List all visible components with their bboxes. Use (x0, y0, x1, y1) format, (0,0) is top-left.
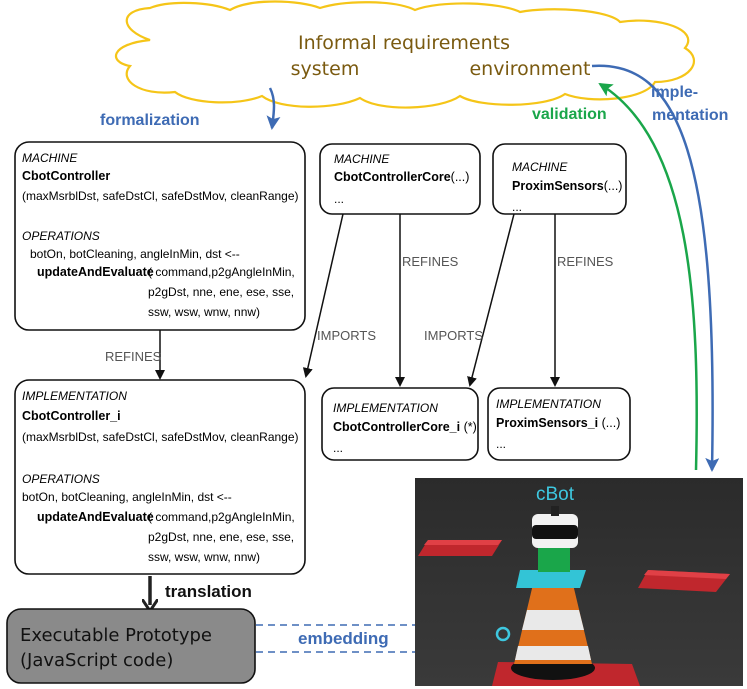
cloud-title: Informal requirements (298, 32, 510, 54)
impl-core-keyword: IMPLEMENTATION (333, 401, 438, 415)
prototype-line1: Executable Prototype (20, 625, 212, 646)
formalization-curve (266, 87, 281, 130)
machine-sensors-name-bold: ProximSensors (512, 179, 604, 193)
cloud-system-label: system (291, 58, 360, 80)
prototype-line2: (JavaScript code) (20, 650, 173, 671)
impl-core-name: CbotControllerCore_i (*) (333, 420, 477, 434)
impl-sensors-box (487, 387, 631, 461)
machine-core-keyword: MACHINE (334, 152, 390, 166)
robot-antenna (551, 506, 559, 516)
operation-name: updateAndEvaluate (37, 265, 154, 279)
impl-params: (maxMsrblDst, safeDstCl, safeDstMov, cle… (22, 430, 299, 444)
operation-args-3: ssw, wsw, wnw, nnw) (148, 305, 260, 319)
sensor-marker (495, 626, 511, 642)
impl-operation-args-2: p2gDst, nne, ene, ese, sse, (148, 530, 294, 544)
cbot-simulation-scene: cBot (415, 478, 743, 686)
operation-args-1: ( command,p2gAngleInMin, (148, 265, 295, 279)
implementation-label-1: imple- (651, 84, 698, 101)
red-tile-left-top (424, 540, 502, 545)
operation-args-2: p2gDst, nne, ene, ese, sse, (148, 285, 294, 299)
implementation-cbotcontroller-i: IMPLEMENTATION CbotController_i (maxMsrb… (14, 379, 306, 575)
formalization-arrow: formalization (100, 87, 281, 130)
validation-label: validation (532, 106, 607, 123)
translation-arrow: translation (150, 576, 252, 605)
cone-stripe-1 (522, 610, 584, 630)
impl-operation-args-3: ssw, wsw, wnw, nnw) (148, 550, 260, 564)
impl-name: CbotController_i (22, 409, 121, 423)
refines-label-controller: REFINES (105, 349, 162, 364)
translation-label: translation (165, 582, 252, 601)
cone-stripe-2 (515, 646, 591, 660)
validation-arrow: validation (532, 82, 698, 471)
impl-core-box (321, 387, 479, 461)
red-tile-right-top (644, 570, 730, 579)
executable-prototype: Executable Prototype (JavaScript code) (6, 608, 256, 684)
refines-label-core: REFINES (402, 254, 459, 269)
machine-keyword: MACHINE (22, 151, 78, 165)
impl-operation-name: updateAndEvaluate (37, 510, 154, 524)
requirements-cloud: Informal requirements system environment (115, 0, 696, 109)
relations: REFINES REFINES REFINES IMPORTS IMPORTS (105, 213, 614, 387)
machine-name: CbotController (22, 169, 110, 183)
machine-sensors-keyword: MACHINE (512, 160, 568, 174)
imports-arrow-sensors (467, 213, 515, 387)
implementation-arrow: imple- mentation (591, 64, 728, 472)
impl-sensors-name: ProximSensors_i (...) (496, 416, 620, 430)
machine-core-dots: ... (334, 192, 344, 206)
implementation-proximsensors-i: IMPLEMENTATION ProximSensors_i (...) ... (487, 387, 631, 461)
machine-core-name-bold: CbotControllerCore (334, 170, 451, 184)
cloud-shape (115, 0, 696, 109)
imports-arrow-core (302, 213, 344, 378)
machine-sensors-name-suffix: (...) (604, 179, 623, 193)
prototype-box (6, 608, 256, 684)
machine-proximsensors: MACHINE ProximSensors(...) ... (492, 143, 627, 215)
impl-core-dots: ... (333, 441, 343, 455)
implementation-cbotcontrollercore-i: IMPLEMENTATION CbotControllerCore_i (*) … (321, 387, 479, 461)
operations-keyword: OPERATIONS (22, 229, 100, 243)
impl-operation-args-1: ( command,p2gAngleInMin, (148, 510, 295, 524)
machine-core-name-suffix: (...) (451, 170, 470, 184)
cbot-label: cBot (536, 484, 575, 505)
impl-core-name-suffix: (*) (460, 420, 477, 434)
impl-operation-outputs: botOn, botCleaning, angleInMin, dst <-- (22, 490, 232, 504)
impl-sensors-name-suffix: (...) (598, 416, 620, 430)
impl-sensors-keyword: IMPLEMENTATION (496, 397, 601, 411)
impl-operations-keyword: OPERATIONS (22, 472, 100, 486)
imports-label-sensors: IMPORTS (424, 328, 483, 343)
impl-keyword: IMPLEMENTATION (22, 389, 127, 403)
impl-controller-box (14, 379, 306, 575)
impl-sensors-name-bold: ProximSensors_i (496, 416, 598, 430)
implementation-label-2: mentation (652, 107, 728, 124)
machine-sensors-box (492, 143, 627, 215)
machine-cbotcontrollercore: MACHINE CbotControllerCore(...) ... (319, 143, 481, 215)
embedding-label: embedding (298, 629, 389, 648)
formalization-label: formalization (100, 112, 200, 129)
robot-plate (516, 570, 586, 588)
imports-label-core: IMPORTS (317, 328, 376, 343)
impl-core-name-bold: CbotControllerCore_i (333, 420, 460, 434)
refines-label-sensors: REFINES (557, 254, 614, 269)
machine-cbotcontroller: MACHINE CbotController (maxMsrblDst, saf… (14, 141, 306, 331)
validation-curve (598, 82, 698, 471)
operation-outputs: botOn, botCleaning, angleInMin, dst <-- (30, 247, 240, 261)
implementation-curve (591, 64, 720, 472)
cloud-environment-label: environment (469, 58, 590, 80)
robot-visor (532, 525, 578, 539)
robot-body (538, 548, 570, 572)
machine-sensors-name: ProximSensors(...) (512, 179, 622, 193)
impl-sensors-dots: ... (496, 437, 506, 451)
machine-params: (maxMsrblDst, safeDstCl, safeDstMov, cle… (22, 189, 299, 203)
machine-core-name: CbotControllerCore(...) (334, 170, 469, 184)
machine-sensors-dots: ... (512, 200, 522, 214)
